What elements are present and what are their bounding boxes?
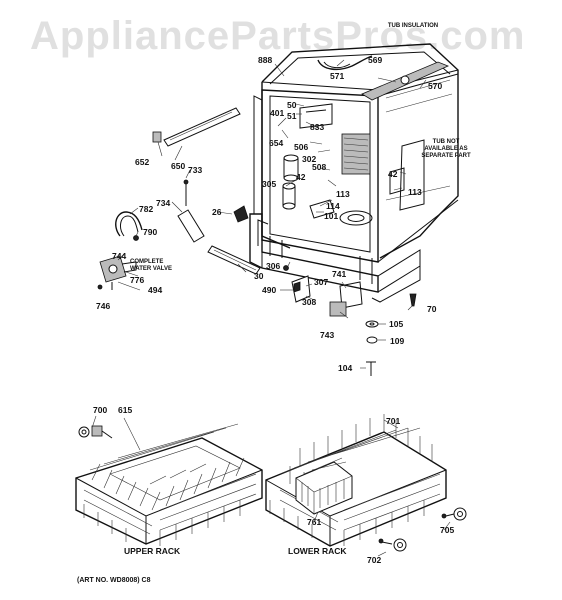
screw-306 <box>283 265 289 271</box>
washer-105 <box>365 320 379 328</box>
part-label: 490 <box>262 285 277 295</box>
lower-rack-drawing <box>265 414 447 547</box>
caption-lower-rack: LOWER RACK <box>288 546 347 556</box>
part-label: 308 <box>302 297 317 307</box>
note-complete-water-valve: COMPLETE WATER VALVE <box>130 259 172 272</box>
internal-assembly <box>299 103 371 175</box>
valve-screw <box>97 284 103 290</box>
part-label: 401 <box>270 108 285 118</box>
part-label: 26 <box>212 207 222 217</box>
filter-cylinders <box>282 154 299 210</box>
conduit <box>317 55 373 71</box>
sump <box>309 199 373 226</box>
part-label: 782 <box>139 204 154 214</box>
bracket-741 <box>339 281 363 309</box>
part-label: 506 <box>294 142 309 152</box>
part-label: 569 <box>368 55 383 65</box>
washer-109 <box>366 336 378 344</box>
part-label: 114 <box>326 201 340 211</box>
part-label: 113 <box>336 189 350 199</box>
rail-end-cap <box>152 131 162 143</box>
part-label: 42 <box>296 172 306 182</box>
part-label: 654 <box>269 138 284 148</box>
part-label: 302 <box>302 154 317 164</box>
leader-lines <box>117 59 427 369</box>
part-label: 109 <box>390 336 405 346</box>
part-label: 30 <box>254 271 264 281</box>
part-label: 305 <box>262 179 277 189</box>
part-label: 51 <box>287 111 297 121</box>
rack-wheel-702 <box>378 538 407 552</box>
part-label: 702 <box>367 555 382 565</box>
part-label: 105 <box>389 319 404 329</box>
upper-rack-drawing <box>75 423 263 546</box>
part-label: 743 <box>320 330 335 340</box>
part-label: 571 <box>330 71 345 81</box>
inlet-hose <box>115 211 143 237</box>
part-label: 701 <box>386 416 401 426</box>
part-label: 104 <box>338 363 353 373</box>
part-label: 650 <box>171 161 186 171</box>
note-tub-not-available: TUB NOT AVAILABLE AS SEPARATE PART <box>421 139 471 159</box>
art-number: (ART NO. WD8008) C8 <box>77 577 151 584</box>
watermark: AppliancePartsPros.com <box>30 14 526 58</box>
part-label: 746 <box>96 301 111 311</box>
screw-70 <box>409 293 417 307</box>
side-bracket <box>399 139 425 211</box>
water-valve <box>99 255 137 290</box>
part-label: 700 <box>93 405 108 415</box>
part-label: 833 <box>310 122 325 132</box>
upper-rail <box>163 107 241 147</box>
note-tub-insulation: TUB INSULATION <box>387 23 439 29</box>
latch <box>233 205 249 223</box>
part-label: 307 <box>314 277 329 287</box>
door-hinge <box>177 209 205 243</box>
part-label: 761 <box>307 517 322 527</box>
part-label: 101 <box>324 211 339 221</box>
rack-wheel-705 <box>441 507 467 521</box>
part-label: 744 <box>112 251 127 261</box>
component-743 <box>329 301 347 317</box>
part-label: 70 <box>427 304 437 314</box>
silverware-basket <box>295 457 353 515</box>
part-label: 705 <box>440 525 455 535</box>
part-label: 733 <box>188 165 203 175</box>
part-label: 42 <box>388 169 398 179</box>
part-label: 113 <box>408 187 422 197</box>
part-label: 741 <box>332 269 347 279</box>
part-label: 776 <box>130 275 145 285</box>
part-label: 734 <box>156 198 171 208</box>
part-label: 652 <box>135 157 150 167</box>
tub <box>249 43 459 303</box>
rack-adjuster-700 <box>78 425 113 439</box>
part-label: 494 <box>148 285 163 295</box>
part-label: 790 <box>143 227 158 237</box>
lower-rail <box>207 245 261 275</box>
part-label: 615 <box>118 405 133 415</box>
part-label: 570 <box>428 81 443 91</box>
pump-bracket <box>291 275 311 303</box>
part-label: 508 <box>312 162 327 172</box>
screw-104 <box>366 361 376 376</box>
upper-spray-arm <box>361 61 450 101</box>
part-label: 306 <box>266 261 281 271</box>
part-label: 50 <box>287 100 297 110</box>
part-label: 888 <box>258 55 273 65</box>
caption-upper-rack: UPPER RACK <box>124 546 181 556</box>
